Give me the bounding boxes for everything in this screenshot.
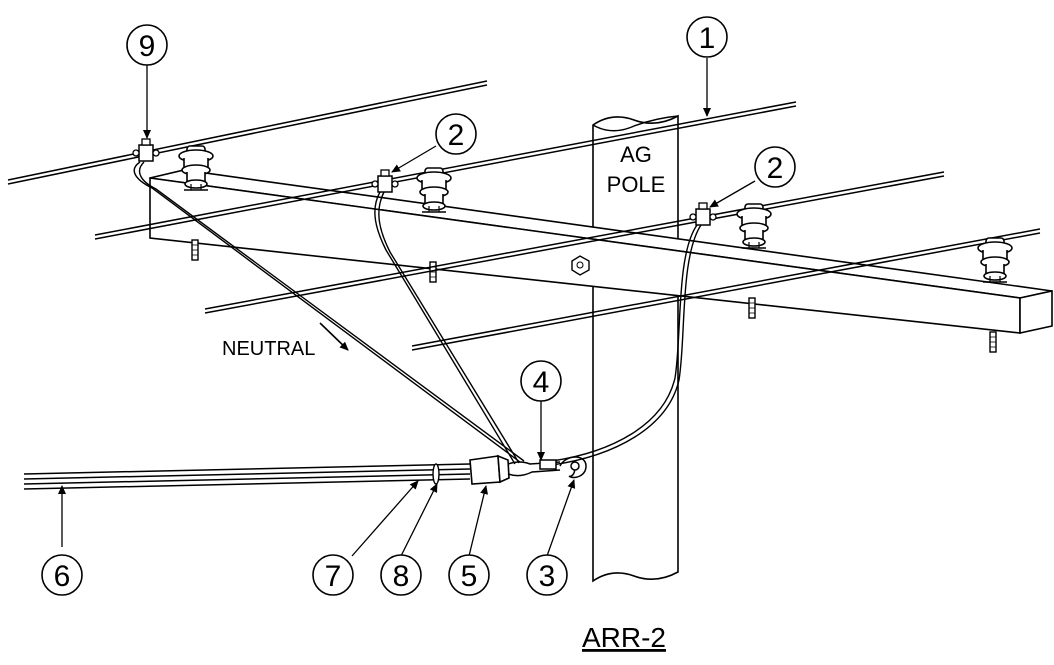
leader-lines	[58, 58, 756, 557]
callout-8-number: 8	[393, 560, 410, 593]
pole-label-line2: POLE	[607, 172, 666, 197]
guy-hook-assembly	[507, 456, 587, 479]
callout-2b-circle	[754, 146, 796, 188]
pole-label-line1: AG	[620, 142, 652, 167]
neutral-arrow	[319, 322, 349, 351]
guy-strand	[23, 463, 471, 490]
callout-1-number: 1	[699, 22, 716, 55]
callout-9-number: 9	[139, 30, 156, 63]
jumper-wires	[133, 161, 702, 466]
callout-2a-number: 2	[448, 119, 465, 152]
callout-3-circle	[526, 554, 568, 596]
callout-8-circle	[380, 554, 422, 596]
crossarm-bolt-nut	[571, 255, 590, 276]
guy-strain-insulator	[469, 454, 510, 485]
callout-7-circle	[312, 554, 354, 596]
callout-4-circle	[520, 360, 562, 402]
callout-3-number: 3	[539, 560, 556, 593]
neutral-label: NEUTRAL	[222, 338, 315, 360]
callout-6-number: 6	[54, 560, 71, 593]
callout-4-number: 4	[533, 366, 550, 399]
conductors	[7, 80, 1041, 351]
callout-5-circle	[448, 554, 490, 596]
callout-1-circle	[686, 16, 728, 58]
callout-6-circle	[41, 554, 83, 596]
callout-9-circle	[126, 24, 168, 66]
callout-7-number: 7	[325, 560, 342, 593]
drawing-title: ARR-2	[582, 622, 666, 653]
callout-5-number: 5	[461, 560, 478, 593]
callout-2a-circle	[435, 113, 477, 155]
callouts	[41, 16, 796, 596]
callout-2b-number: 2	[767, 152, 784, 185]
guy-marker	[432, 463, 440, 485]
